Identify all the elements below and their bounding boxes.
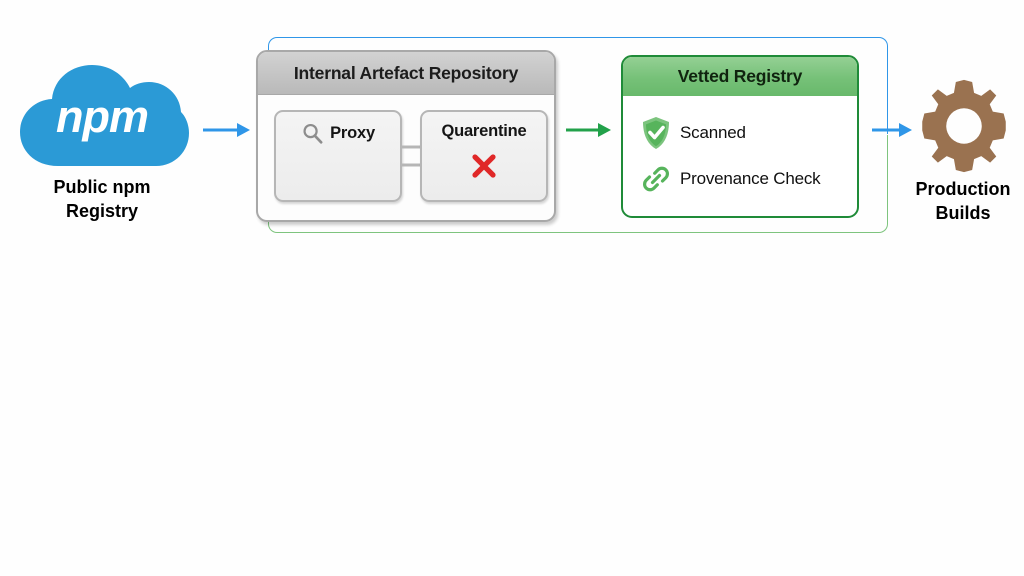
gear-icon (916, 78, 1012, 174)
vetted-registry-body: Scanned Provenance Check (623, 96, 857, 216)
card-quarentine[interactable]: Quarentine (420, 110, 548, 202)
npm-caption-line-2: Registry (65, 200, 139, 221)
npm-caption: Public npm Registry (12, 176, 192, 224)
production-caption-line-1: Production (915, 179, 1011, 199)
card-proxy-row: Proxy (276, 122, 400, 145)
repository-body: Proxy Quarentine (258, 94, 554, 220)
repository-header: Internal Artefact Repository (258, 52, 554, 95)
arrow-repository-to-vetted (566, 120, 614, 145)
arrow-npm-to-repository (203, 120, 251, 145)
vetted-item-provenance-label: Provenance Check (680, 169, 821, 188)
link-chain-icon (641, 164, 671, 194)
npm-wordmark: npm (56, 91, 149, 142)
card-quarentine-label: Quarentine (441, 122, 527, 140)
shield-check-icon (641, 116, 671, 150)
vetted-registry-title: Vetted Registry (677, 66, 803, 86)
cloud-icon (14, 62, 190, 172)
red-x-icon (422, 152, 546, 185)
production-builds-caption: Production Builds (892, 178, 1024, 226)
npm-caption-line-1: Public npm (53, 177, 151, 197)
node-public-npm-registry: npm Public npm Registry (14, 62, 190, 232)
card-connector (401, 140, 421, 172)
magnifier-icon (301, 122, 324, 145)
panel-internal-artefact-repository[interactable]: Internal Artefact Repository Proxy (256, 50, 556, 222)
card-proxy[interactable]: Proxy (274, 110, 402, 202)
vetted-item-scanned[interactable]: Scanned (641, 110, 857, 156)
production-caption-line-2: Builds (935, 202, 991, 223)
card-proxy-label: Proxy (330, 124, 375, 142)
panel-vetted-registry[interactable]: Vetted Registry Scanned (621, 55, 859, 218)
repository-title: Internal Artefact Repository (293, 62, 519, 83)
vetted-item-scanned-label: Scanned (680, 123, 746, 142)
arrow-vetted-to-production (872, 120, 914, 145)
card-quarentine-row: Quarentine (422, 122, 546, 141)
vetted-item-provenance-check[interactable]: Provenance Check (641, 156, 857, 202)
node-production-builds: Production Builds (900, 78, 1024, 234)
vetted-registry-header: Vetted Registry (623, 57, 857, 96)
